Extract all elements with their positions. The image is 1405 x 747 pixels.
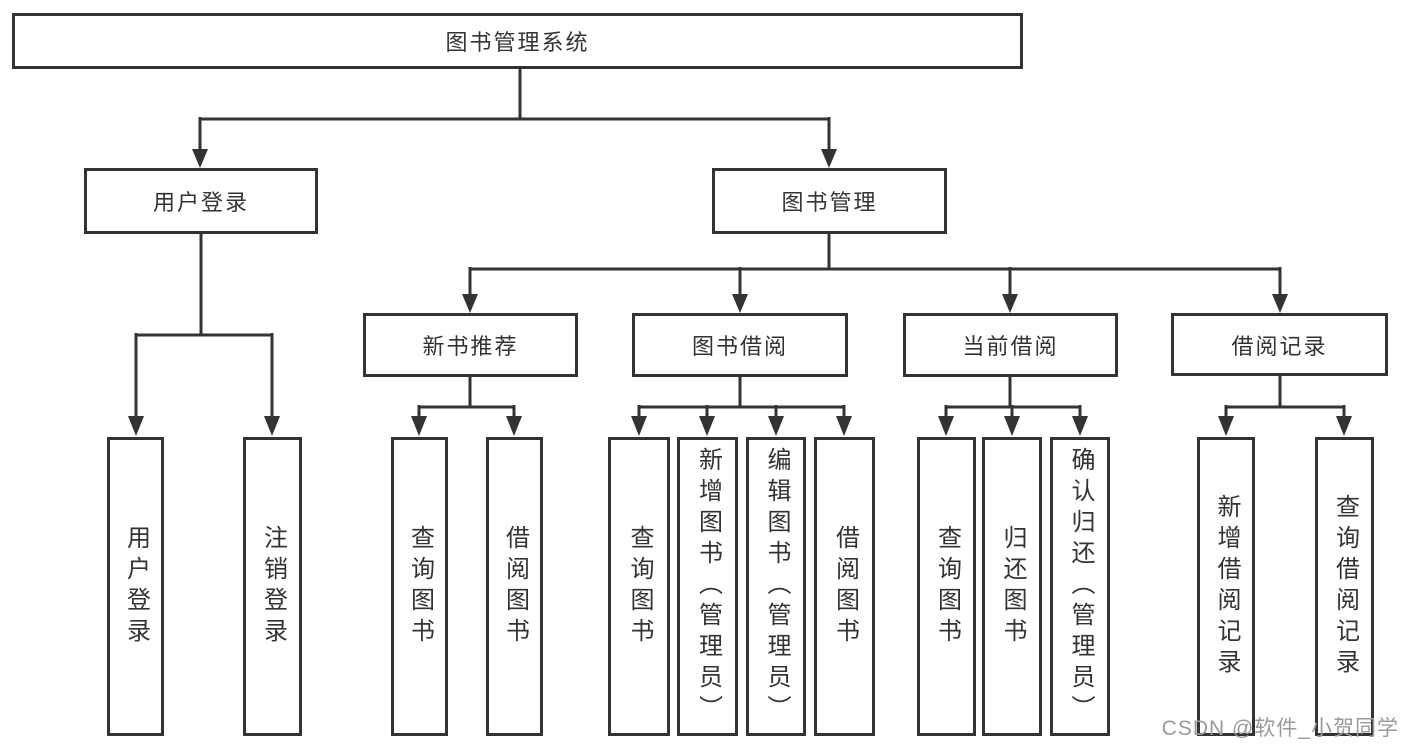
leaf-logout-login-label: 注销登录 [259, 524, 287, 649]
leaf-query-books-borrow: 查询图书 [608, 437, 670, 736]
connector-current-to-leaves [938, 377, 1088, 436]
leaf-borrow-books-recommend: 借阅图书 [486, 437, 543, 736]
leaf-query-borrow-record-label: 查询借阅记录 [1331, 493, 1359, 680]
leaf-confirm-return-admin: 确认归还（管理员） [1050, 437, 1110, 736]
leaf-logout-login: 注销登录 [243, 437, 302, 736]
node-new-book-recommend: 新书推荐 [363, 313, 578, 377]
node-book-borrow-label: 图书借阅 [691, 334, 788, 359]
leaf-add-book-admin: 新增图书（管理员） [677, 437, 738, 736]
leaf-query-books-recommend-label: 查询图书 [406, 524, 434, 649]
connector-recommend-to-leaves [411, 377, 522, 436]
connector-mgmt-to-level3 [462, 233, 1288, 313]
leaf-return-book: 归还图书 [982, 437, 1042, 736]
leaf-add-book-admin-label: 新增图书（管理员） [694, 447, 722, 726]
leaf-query-books-recommend: 查询图书 [391, 437, 448, 736]
leaf-borrow-books: 借阅图书 [814, 437, 875, 736]
leaf-query-books-borrow-label: 查询图书 [626, 524, 653, 649]
node-borrow-records-label: 借阅记录 [1231, 333, 1328, 359]
leaf-add-borrow-record: 新增借阅记录 [1197, 437, 1255, 736]
connector-records-to-leaves [1218, 376, 1352, 436]
node-new-book-recommend-label: 新书推荐 [422, 334, 519, 359]
leaf-borrow-books-label: 借阅图书 [831, 524, 859, 649]
leaf-edit-book-admin-label: 编辑图书（管理员） [763, 447, 790, 726]
leaf-add-borrow-record-label: 新增借阅记录 [1213, 493, 1240, 680]
node-user-login-label: 用户登录 [152, 190, 249, 215]
connector-login-to-leaves [128, 233, 280, 436]
node-user-login: 用户登录 [84, 168, 318, 234]
leaf-query-books-current: 查询图书 [917, 437, 976, 736]
connector-root-to-level2 [192, 68, 837, 168]
node-book-borrow: 图书借阅 [632, 313, 848, 377]
leaf-borrow-books-recommend-label: 借阅图书 [501, 524, 529, 649]
leaf-return-book-label: 归还图书 [999, 524, 1026, 649]
node-book-management-label: 图书管理 [781, 190, 878, 215]
node-root-label: 图书管理系统 [445, 30, 590, 55]
node-borrow-records: 借阅记录 [1171, 313, 1388, 376]
node-current-borrow-label: 当前借阅 [962, 334, 1059, 359]
leaf-user-login: 用户登录 [107, 437, 164, 736]
node-root-system: 图书管理系统 [12, 13, 1023, 69]
node-current-borrow: 当前借阅 [903, 313, 1118, 377]
node-book-management: 图书管理 [712, 168, 947, 234]
leaf-query-borrow-record: 查询借阅记录 [1315, 437, 1374, 736]
connector-borrow-to-leaves [631, 377, 852, 436]
leaf-user-login-label: 用户登录 [122, 524, 150, 649]
csdn-watermark: CSDN @软件_小贺同学 [1161, 717, 1399, 740]
leaf-query-books-current-label: 查询图书 [933, 524, 961, 649]
leaf-confirm-return-admin-label: 确认归还（管理员） [1067, 447, 1094, 726]
leaf-edit-book-admin: 编辑图书（管理员） [746, 437, 806, 736]
